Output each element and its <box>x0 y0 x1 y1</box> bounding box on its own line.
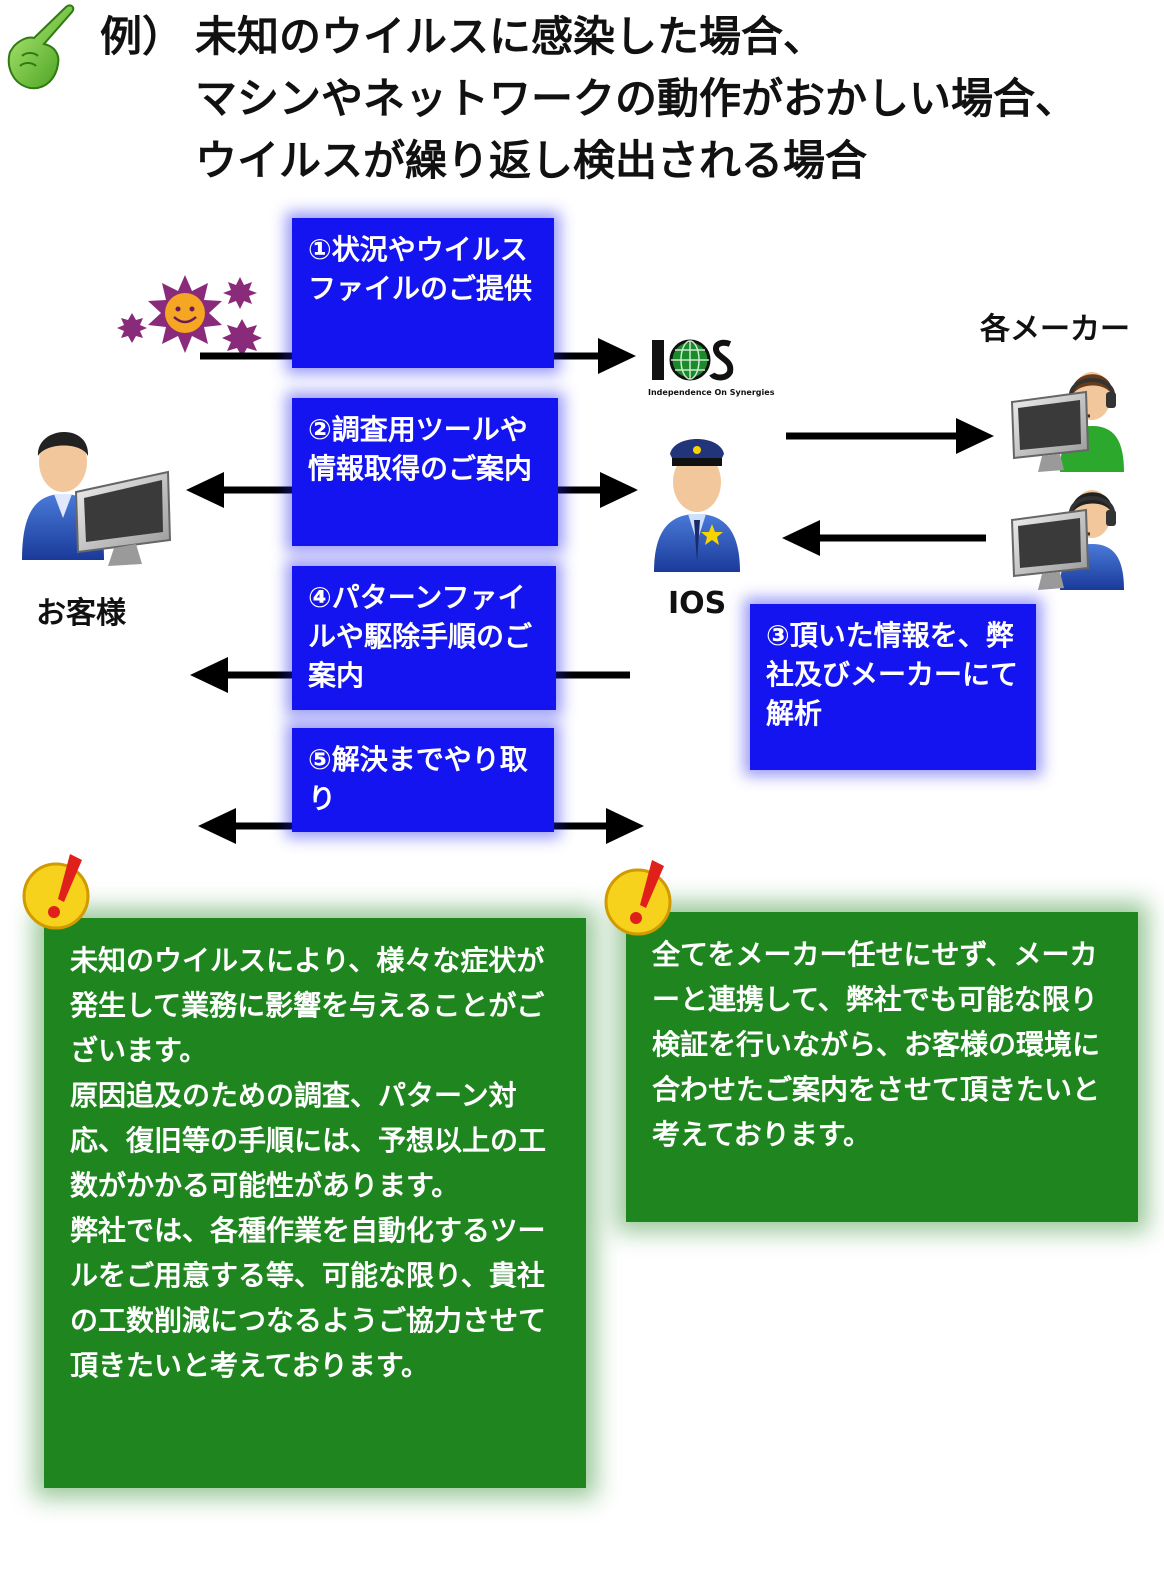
virus-icon <box>117 275 262 357</box>
arrowhead <box>606 808 644 844</box>
note-left-text: 未知のウイルスにより、様々な症状が発生して業務に影響を与えることがございます。 … <box>70 944 547 1382</box>
arrowhead <box>600 472 638 508</box>
note-left: 未知のウイルスにより、様々な症状が発生して業務に影響を与えることがございます。 … <box>44 918 586 1488</box>
customer-label: お客様 <box>36 596 126 631</box>
arrowhead <box>198 808 236 844</box>
arrowhead <box>956 418 994 454</box>
step-4-box: ④パターンファイルや駆除手順のご案内 <box>292 566 556 710</box>
step-2-box: ②調査用ツールや情報取得のご案内 <box>292 398 558 546</box>
alert-icon <box>22 854 90 930</box>
heading-line-3: ウイルスが繰り返し検出される場合 <box>195 136 868 185</box>
note-right: 全てをメーカー任せにせず、メーカーと連携して、弊社でも可能な限り検証を行いながら… <box>626 912 1138 1222</box>
arrowhead <box>782 520 820 556</box>
makers-label: 各メーカー <box>980 312 1130 347</box>
police-officer-icon <box>654 439 740 572</box>
ios-logo: Independence On Synergies <box>648 336 775 398</box>
step-3-box: ③頂いた情報を、弊社及びメーカーにて解析 <box>750 604 1036 770</box>
heading-line-2: マシンやネットワークの動作がおかしい場合、 <box>195 74 1078 123</box>
operator-icon <box>1010 372 1124 472</box>
customer-pc-icon <box>22 431 172 566</box>
step-5-box: ⑤解決までやり取り <box>292 728 554 832</box>
operator-icon <box>1010 490 1124 590</box>
step-1-box: ①状況やウイルスファイルのご提供 <box>292 218 554 368</box>
arrowhead <box>186 472 224 508</box>
ios-logo-subtitle: Independence On Synergies <box>648 388 775 397</box>
page-heading: 例）未知のウイルスに感染した場合、 マシンやネットワークの動作がおかしい場合、 … <box>100 6 1077 192</box>
heading-line-1: 未知のウイルスに感染した場合、 <box>195 12 826 61</box>
globe-icon <box>652 339 734 381</box>
arrowhead <box>190 657 228 693</box>
pointing-hand-icon <box>7 4 75 90</box>
note-right-text: 全てをメーカー任せにせず、メーカーと連携して、弊社でも可能な限り検証を行いながら… <box>652 938 1101 1151</box>
ios-label: IOS <box>668 586 727 621</box>
arrowhead <box>598 338 636 374</box>
heading-prefix: 例） <box>100 12 185 61</box>
alert-icon <box>604 860 672 936</box>
